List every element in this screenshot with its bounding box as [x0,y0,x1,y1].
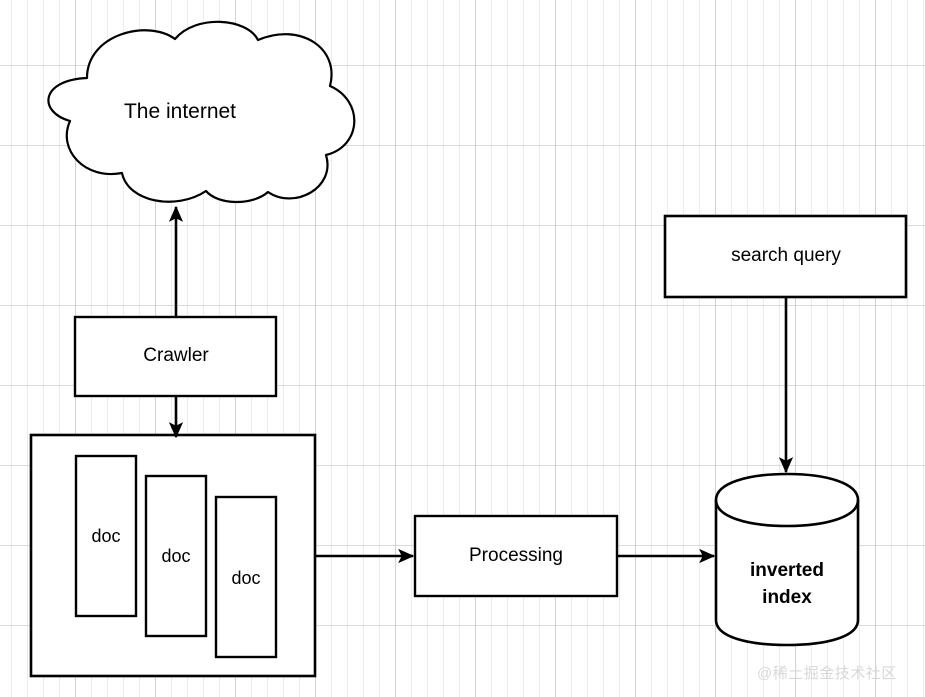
node-inverted-index-shape[interactable] [714,472,860,647]
node-doc3-shape[interactable] [214,495,278,659]
node-internet-shape[interactable] [47,20,356,204]
node-doc1-shape[interactable] [74,454,138,618]
node-doc2-shape[interactable] [144,474,208,638]
node-crawler-shape[interactable] [73,315,278,398]
watermark-text: @稀土掘金技术社区 [757,665,897,682]
node-processing-shape[interactable] [413,514,619,598]
node-search-query-shape[interactable] [663,214,908,299]
